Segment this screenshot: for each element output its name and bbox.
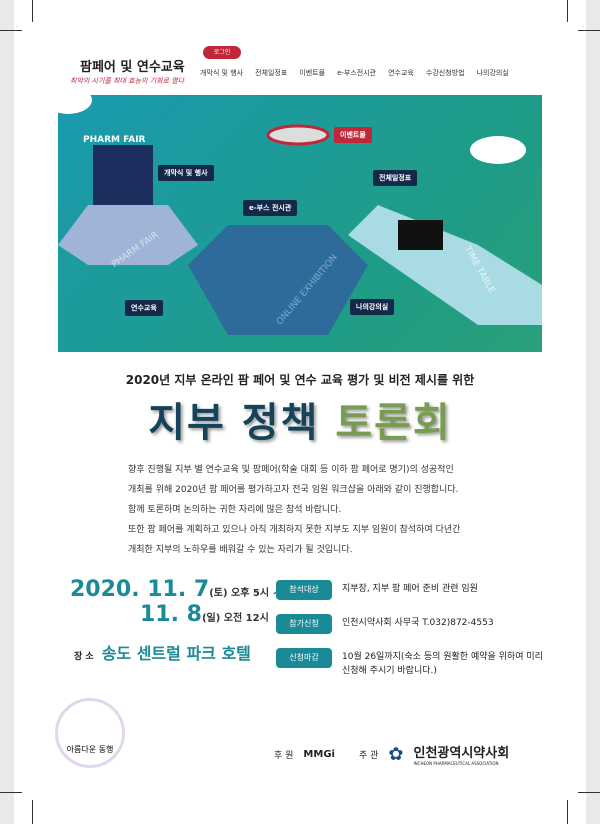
date-start: 2020. 11. 7 [70, 577, 210, 602]
crop-mark [567, 800, 568, 824]
label-myroom[interactable]: 나의강의실 [350, 299, 395, 315]
label-opening[interactable]: 개막식 및 행사 [158, 165, 214, 181]
title-part2: 토론회 [335, 400, 452, 446]
nav-item[interactable]: 나의강의실 [476, 69, 509, 77]
beautiful-companion-logo: 아름다운 동행 [55, 698, 125, 768]
host-name-en: INCHEON PHARMACEUTICAL ASSOCIATION [413, 761, 499, 766]
info-row: 참가신청 인천시약사회 사무국 T.032)872-4553 [276, 614, 494, 634]
crop-mark [578, 792, 600, 793]
label-education[interactable]: 연수교육 [125, 300, 163, 316]
event-date: 2020. 11. 7(토) 오후 5시 ~ 11. 8(일) 오전 12시 [70, 577, 281, 627]
info-label: 참석대상 [276, 580, 332, 600]
nav-item[interactable]: 전체일정표 [255, 69, 288, 77]
crop-mark [567, 0, 568, 22]
isometric-scene [58, 95, 542, 335]
nav-item[interactable]: 개막식 및 행사 [200, 69, 244, 77]
logo-text: 아름다운 동행 [66, 745, 114, 754]
info-text: 인천시약사회 사무국 T.032)872-4553 [342, 618, 494, 628]
event-place: 장 소 송도 센트럴 파크 호텔 [74, 640, 251, 664]
time-start: (토) 오후 5시 ~ [209, 588, 281, 599]
label-event[interactable]: 이벤트몰 [334, 127, 372, 143]
info-label: 참가신청 [276, 614, 332, 634]
login-button[interactable]: 로그인 [203, 46, 241, 59]
brand-title: 팜페어 및 연수교육 [80, 60, 185, 75]
sponsor-logo: MMGi [303, 748, 335, 760]
intro-line: 향후 진행될 지부 별 연수교육 및 팜페어(학술 대회 등 이하 팜 페어로 … [128, 465, 454, 475]
host-label: 주 관 [358, 750, 379, 761]
brand-slogan: 최악의 시기를 최대 효능의 기회로 열다 [70, 77, 185, 85]
footer-credits: 후 원 MMGi 주 관 ✿ 인천광역시약사회 INCHEON PHARMACE… [274, 742, 509, 767]
sponsor-label: 후 원 [274, 750, 294, 761]
info-row: 참석대상 지부장, 지부 팜 페어 준비 관련 임원 [276, 580, 478, 600]
nav-item[interactable]: 이벤트몰 [299, 69, 326, 77]
crop-mark [578, 30, 600, 31]
crop-mark [0, 792, 22, 793]
date-end: 11. 8 [140, 602, 202, 627]
hero-illustration: PHARM FAIR 개막식 및 행사 이벤트몰 전체일정표 e-부스 전시관 … [58, 95, 542, 352]
nav-item[interactable]: e-부스전시관 [337, 69, 377, 77]
intro-line: 또한 팜 페어를 계획하고 있으나 아직 개최하지 못한 지부도 지부 임원이 … [128, 525, 461, 535]
host-name: 인천광역시약사회 [413, 746, 510, 761]
title-part1: 지부 정책 [148, 400, 320, 446]
intro-text: 향후 진행될 지부 별 연수교육 및 팜페어(학술 대회 등 이하 팜 페어로 … [128, 460, 460, 560]
intro-line: 개최한 지부의 노하우를 배워갈 수 있는 자리가 될 것입니다. [128, 545, 353, 555]
time-end: (일) 오전 12시 [201, 613, 269, 624]
crop-mark [32, 800, 33, 824]
intro-line: 개최를 위해 2020년 팜 페어를 평가하고자 전국 임원 워크샵을 아래와 … [128, 485, 459, 495]
pharm-fair-banner: PHARM FAIR [83, 135, 146, 145]
nav-item[interactable]: 수강신청방법 [425, 69, 465, 77]
label-ebooth[interactable]: e-부스 전시관 [243, 200, 298, 216]
intro-line: 함께 토론하며 논의하는 귀한 자리에 많은 참석 바랍니다. [128, 505, 342, 515]
info-text: 10월 26일까지(숙소 등의 원활한 예약을 위하여 미리 신청해 주시기 바… [342, 652, 543, 676]
host-logo: 인천광역시약사회 INCHEON PHARMACEUTICAL ASSOCIAT… [413, 742, 509, 766]
main-title: 지부 정책 토론회 [0, 390, 600, 448]
place-name: 송도 센트럴 파크 호텔 [101, 644, 251, 663]
crop-mark [32, 0, 33, 22]
place-label: 장 소 [74, 652, 94, 662]
subtitle: 2020년 지부 온라인 팜 페어 및 연수 교육 평가 및 비전 제시를 위한 [125, 373, 475, 387]
info-row: 신청마감 10월 26일까지(숙소 등의 원활한 예약을 위하여 미리 신청해 주… [276, 648, 546, 678]
nav-item[interactable]: 연수교육 [388, 69, 414, 77]
crop-mark [0, 30, 22, 31]
host-emblem-icon: ✿ [388, 743, 404, 765]
nav-menu: 개막식 및 행사 전체일정표 이벤트몰 e-부스전시관 연수교육 수강신청방법 … [200, 68, 509, 78]
label-schedule[interactable]: 전체일정표 [373, 170, 418, 186]
info-text: 지부장, 지부 팜 페어 준비 관련 임원 [342, 584, 478, 594]
info-label: 신청마감 [276, 648, 332, 668]
